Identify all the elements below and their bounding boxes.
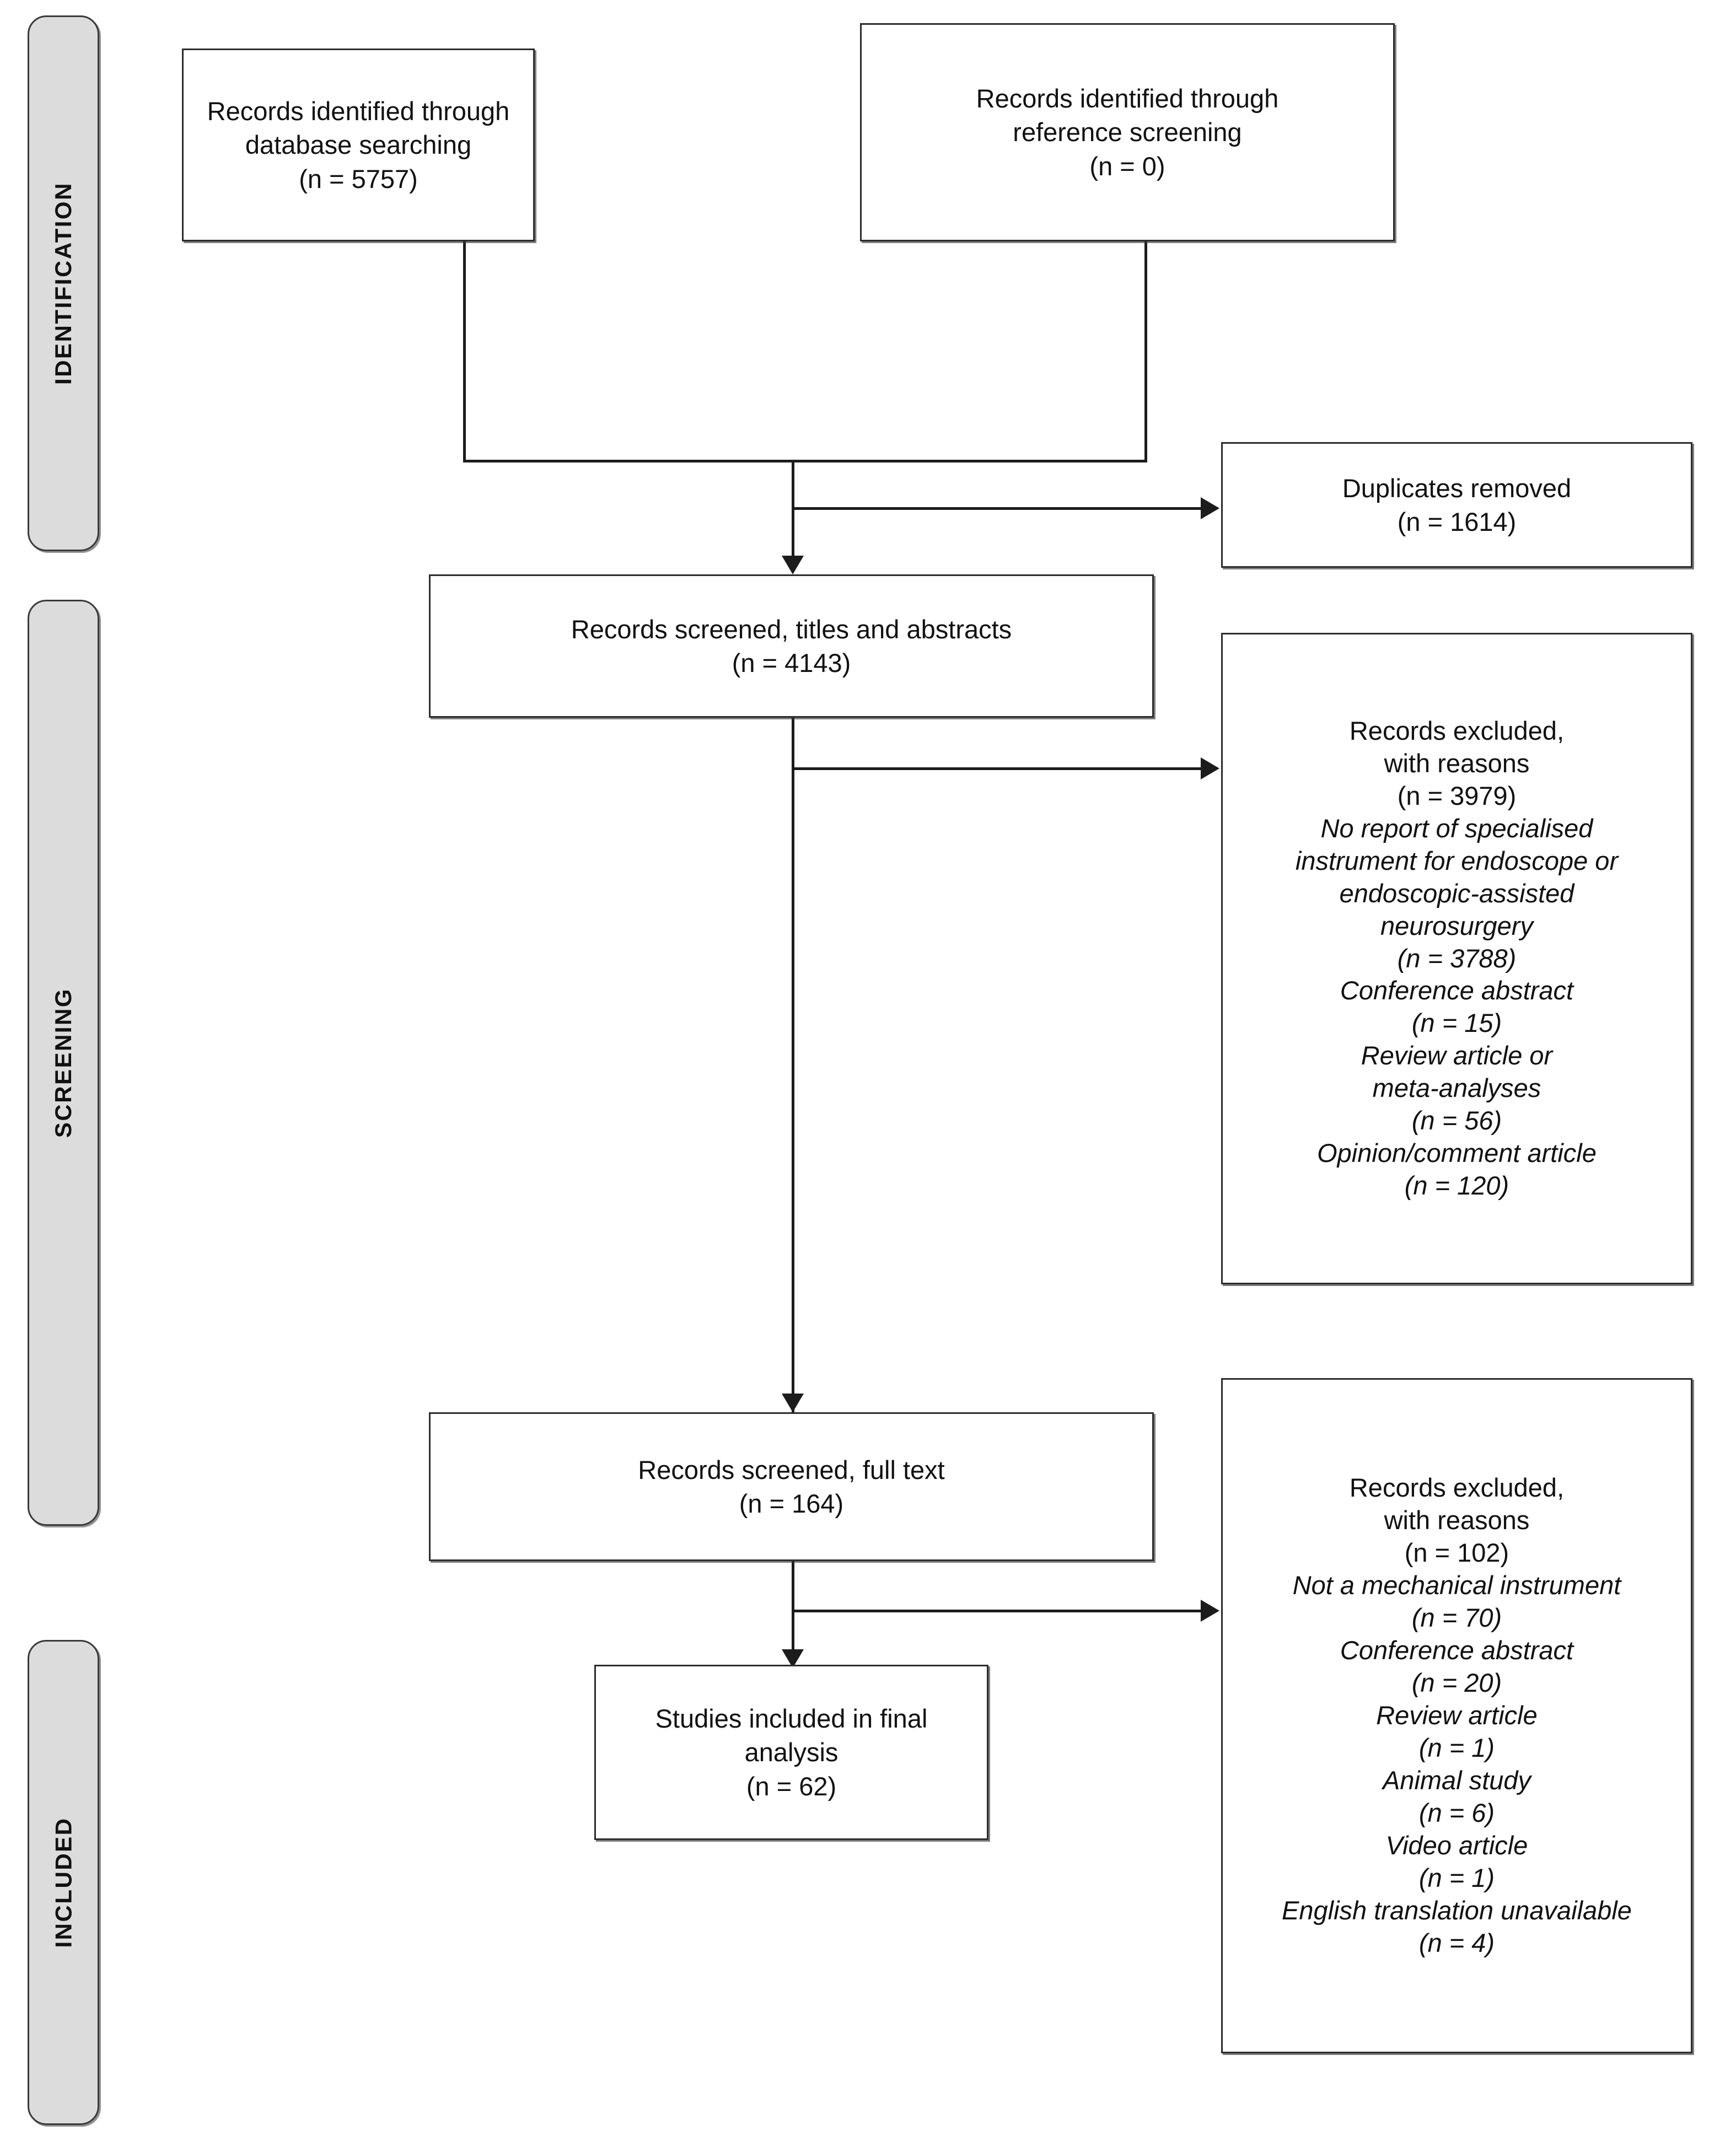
exclusion-reason-text: Review article or — [1361, 1041, 1553, 1070]
stage-tab-screening: SCREENING — [28, 600, 99, 1526]
box-count: (n = 4143) — [732, 648, 851, 677]
exclusion-reason-count: (n = 1) — [1418, 1863, 1495, 1892]
connector-database-search-down — [463, 241, 466, 462]
box-line: Records screened, full text — [638, 1455, 945, 1484]
connector-screened-titles-down — [792, 718, 794, 1412]
exclusion-reason-count: (n = 1) — [1418, 1733, 1495, 1762]
connector-identification-merge — [463, 460, 1147, 462]
box-count: (n = 1614) — [1397, 507, 1517, 536]
stage-tab-screening-label: SCREENING — [50, 987, 77, 1138]
exclusion-reason-count: (n = 120) — [1404, 1171, 1509, 1201]
box-count: (n = 0) — [1089, 151, 1165, 181]
exclusion-reason-text: meta-analyses — [1372, 1073, 1541, 1103]
arrow-to-screened-full-text — [782, 1394, 804, 1412]
connector-to-duplicates — [792, 507, 1201, 510]
box-count: (n = 164) — [739, 1489, 844, 1518]
box-count: (n = 5757) — [299, 164, 418, 193]
box-line: with reasons — [1384, 1505, 1530, 1535]
exclusion-reason-count: (n = 3788) — [1397, 943, 1517, 973]
box-line: Records excluded, — [1349, 716, 1565, 745]
arrow-to-duplicates-removed — [1201, 497, 1219, 519]
exclusion-reason-count: (n = 6) — [1418, 1798, 1495, 1827]
stage-tab-included: INCLUDED — [28, 1640, 99, 2125]
box-line: Duplicates removed — [1342, 473, 1572, 503]
exclusion-reason-text: Review article — [1376, 1701, 1538, 1730]
exclusion-reason-count: (n = 4) — [1418, 1928, 1495, 1957]
connector-merge-stem — [792, 460, 794, 568]
exclusion-reason-text: instrument for endoscope or — [1295, 846, 1619, 875]
exclusion-reason-text: English translation unavailable — [1282, 1895, 1632, 1925]
arrow-to-excluded-full-text — [1201, 1600, 1219, 1622]
box-duplicates-removed: Duplicates removed (n = 1614) — [1221, 442, 1692, 568]
box-records-screened-full-text: Records screened, full text (n = 164) — [429, 1412, 1154, 1561]
box-line: Records screened, titles and abstracts — [571, 614, 1012, 644]
connector-to-excluded-full-text — [792, 1610, 1201, 1612]
box-line: analysis — [744, 1737, 839, 1767]
connector-reference-screening-down — [1144, 241, 1147, 462]
exclusion-reason-text: Animal study — [1382, 1765, 1531, 1795]
exclusion-reason-text: Not a mechanical instrument — [1292, 1570, 1621, 1600]
stage-tab-included-label: INCLUDED — [50, 1817, 76, 1948]
exclusion-reason-text: Conference abstract — [1340, 976, 1574, 1005]
connector-full-text-down — [792, 1561, 794, 1680]
exclusion-reason-count: (n = 56) — [1411, 1106, 1502, 1136]
box-records-reference-screening: Records identified through reference scr… — [860, 23, 1395, 241]
exclusion-reason-count: (n = 15) — [1411, 1008, 1502, 1038]
exclusion-reason-text: endoscopic-assisted — [1339, 878, 1574, 908]
box-line: reference screening — [1013, 117, 1242, 147]
exclusion-reason-count: (n = 20) — [1411, 1668, 1502, 1698]
box-line: Records identified through — [976, 84, 1279, 114]
box-records-excluded-full-text: Records excluded, with reasons (n = 102)… — [1221, 1378, 1692, 2053]
exclusion-reason-count: (n = 70) — [1411, 1603, 1502, 1633]
stage-tab-identification: IDENTIFICATION — [28, 15, 99, 551]
box-line: Studies included in final — [655, 1704, 928, 1734]
box-line: Records excluded, — [1349, 1473, 1565, 1503]
connector-to-excluded-titles — [792, 767, 1201, 770]
box-line: with reasons — [1384, 748, 1530, 778]
exclusion-reason-text: Opinion/comment article — [1317, 1138, 1597, 1168]
box-count: (n = 3979) — [1397, 781, 1517, 810]
box-records-database-searching: Records identified through database sear… — [182, 49, 535, 241]
exclusion-reason-text: No report of specialised — [1320, 813, 1593, 843]
box-line: database searching — [245, 130, 472, 160]
box-count: (n = 102) — [1404, 1538, 1509, 1568]
box-studies-included-final: Studies included in final analysis (n = … — [594, 1665, 988, 1840]
stage-tab-identification-label: IDENTIFICATION — [50, 182, 76, 385]
box-records-excluded-titles-abstracts: Records excluded, with reasons (n = 3979… — [1221, 633, 1692, 1284]
box-records-screened-titles-abstracts: Records screened, titles and abstracts (… — [429, 574, 1154, 718]
arrow-to-excluded-titles — [1201, 757, 1219, 779]
box-count: (n = 62) — [746, 1771, 837, 1801]
exclusion-reason-text: Video article — [1385, 1830, 1528, 1860]
box-line: Records identified through — [207, 96, 510, 126]
exclusion-reason-text: Conference abstract — [1340, 1636, 1574, 1665]
arrow-to-screened-titles — [782, 556, 804, 574]
exclusion-reason-text: neurosurgery — [1380, 911, 1533, 940]
